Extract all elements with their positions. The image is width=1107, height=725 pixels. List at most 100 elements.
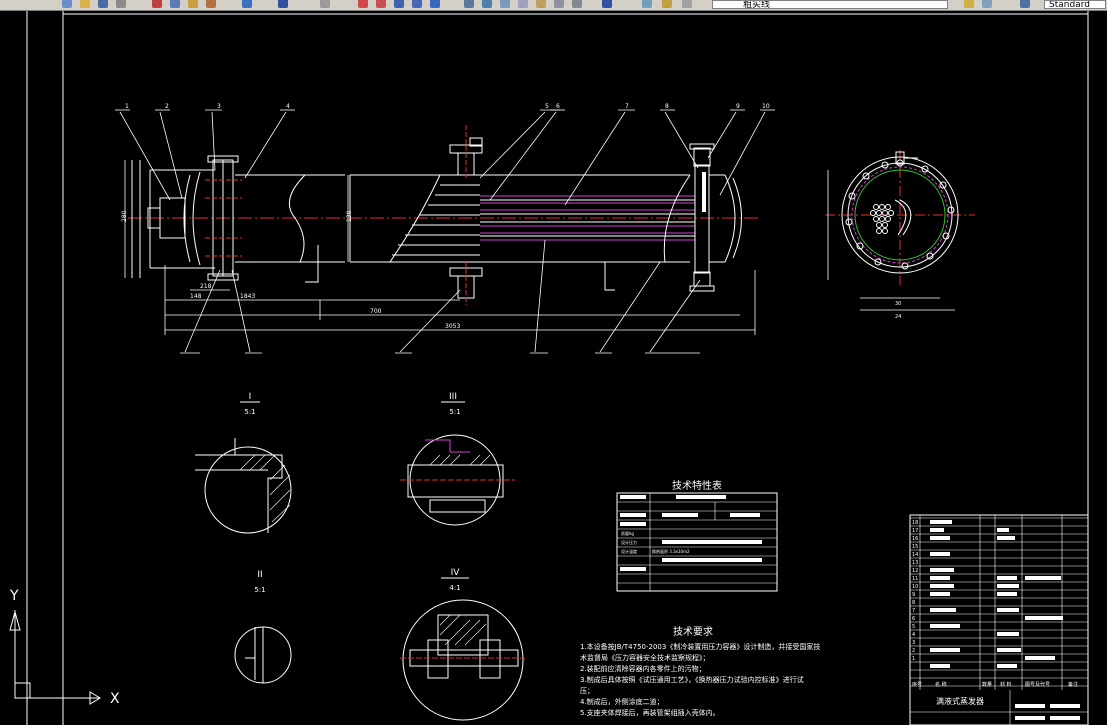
bom-header-drawing-no: 图号及代号 xyxy=(1025,681,1050,688)
bom-no-11: 11 xyxy=(912,576,918,582)
zoom-window-icon[interactable] xyxy=(374,0,388,9)
help-icon[interactable] xyxy=(600,0,614,9)
leader-7: 7 xyxy=(625,103,629,110)
detail-iv-label: IV xyxy=(451,568,461,578)
leader-9: 9 xyxy=(736,103,740,110)
bom-header-qty: 数量 xyxy=(982,681,992,688)
dim-d6: 130 xyxy=(346,210,353,222)
dim-d2: 700 xyxy=(370,308,382,315)
bom-no-3: 3 xyxy=(912,640,915,646)
table-row-0: 质量kg xyxy=(621,530,634,536)
bom-no-4: 4 xyxy=(912,632,915,638)
layer-isolate-icon[interactable] xyxy=(980,0,994,9)
table-row-1: 设计压力 xyxy=(621,539,637,545)
end-view: 30 24 xyxy=(825,150,975,320)
dim-d3: 218 xyxy=(200,283,212,290)
leader-5: 5 xyxy=(545,103,549,110)
bom-no-15: 15 xyxy=(912,544,918,550)
dim-d5: 280 xyxy=(121,210,128,222)
table-row-3: 换热面积 3.3x10m2 xyxy=(652,548,690,554)
leader-8: 8 xyxy=(665,103,669,110)
sheet-set-icon[interactable] xyxy=(516,0,530,9)
text-style-icon[interactable] xyxy=(1018,0,1032,9)
zoom-realtime-icon[interactable] xyxy=(356,0,370,9)
detail-iii-scale: 5:1 xyxy=(449,408,460,416)
tech-req-line-1: 1.本设备按JB/T4750-2003《制冷装置用压力容器》设计制造，并接受国家… xyxy=(580,642,820,651)
bolt-holes xyxy=(845,159,955,270)
save-icon[interactable] xyxy=(96,0,110,9)
open-icon[interactable] xyxy=(78,0,92,9)
cad-toolbar: 粗实线 Standard xyxy=(0,0,1107,11)
bom-no-13: 13 xyxy=(912,560,918,566)
design-center-icon[interactable] xyxy=(480,0,494,9)
zoom-extents-icon[interactable] xyxy=(410,0,424,9)
tech-req-line-6: 4.制成后，外侧涂底二道； xyxy=(580,697,664,706)
bom-no-5: 5 xyxy=(912,624,915,630)
bom-header-no: 序号 xyxy=(912,681,922,688)
leader-3: 3 xyxy=(217,103,221,110)
pan-icon[interactable] xyxy=(318,0,332,9)
bom-no-1: 1 xyxy=(912,656,915,662)
properties-icon[interactable] xyxy=(462,0,476,9)
bom-no-14: 14 xyxy=(912,552,918,558)
bom-no-16: 16 xyxy=(912,536,918,542)
layer-dropdown[interactable]: 粗实线 xyxy=(712,0,948,9)
detail-i: I 5:1 xyxy=(195,392,292,534)
bom-no-8: 8 xyxy=(912,600,915,606)
ucs-x-label: X xyxy=(110,691,120,707)
table-icon[interactable] xyxy=(570,0,584,9)
layer-state-icon[interactable] xyxy=(660,0,674,9)
bom-header-remark: 备注 xyxy=(1068,681,1078,688)
bom-no-10: 10 xyxy=(912,584,918,590)
bom-no-12: 12 xyxy=(912,568,918,574)
text-style-dropdown[interactable]: Standard xyxy=(1044,0,1106,9)
detail-iv-scale: 4:1 xyxy=(449,584,460,592)
calculator-icon[interactable] xyxy=(552,0,566,9)
detail-iii-label: III xyxy=(449,392,457,402)
tech-req-line-3: 2.装配前应清除容器内各零件上的污物； xyxy=(580,664,706,673)
cut-icon[interactable] xyxy=(150,0,164,9)
zoom-previous-icon[interactable] xyxy=(392,0,406,9)
bom-title-block: 18 17 16 15 14 13 12 11 10 9 8 7 6 5 4 3… xyxy=(909,514,1089,725)
bom-header-name: 名 称 xyxy=(935,681,947,688)
detail-iii: III 5:1 xyxy=(400,392,515,526)
leader-6: 6 xyxy=(556,103,560,110)
bom-no-6: 6 xyxy=(912,616,915,622)
leader-2: 2 xyxy=(165,103,169,110)
match-properties-icon[interactable] xyxy=(204,0,218,9)
redo-icon[interactable] xyxy=(276,0,290,9)
tool-palettes-icon[interactable] xyxy=(498,0,512,9)
bom-no-17: 17 xyxy=(912,528,918,534)
drawing-title: 满液式蒸发器 xyxy=(936,696,984,706)
zoom-out-icon[interactable] xyxy=(428,0,442,9)
detail-iv: IV 4:1 xyxy=(400,568,525,721)
new-icon[interactable] xyxy=(60,0,74,9)
tech-req-line-4: 3.制成后具体按照《试压通用工艺》，《换热器压力试验内控标准》进行试 xyxy=(580,675,804,684)
detail-ii: II 5:1 xyxy=(234,570,292,684)
layer-previous-icon[interactable] xyxy=(680,0,694,9)
detail-i-label: I xyxy=(249,392,252,402)
print-icon[interactable] xyxy=(114,0,128,9)
ucs-icon: X Y xyxy=(9,588,120,707)
tube-bundle xyxy=(870,204,894,234)
tech-characteristic-table: 技术特性表 质量kg xyxy=(616,479,778,592)
undo-icon[interactable] xyxy=(240,0,254,9)
bom-header-material: 材 料 xyxy=(1000,681,1012,688)
tech-req-line-5: 压； xyxy=(580,687,594,695)
tech-req-title: 技术要求 xyxy=(673,625,713,638)
drawing-canvas[interactable]: 3053 1843 700 218 148 280 130 xyxy=(0,11,1107,725)
paste-icon[interactable] xyxy=(186,0,200,9)
tech-req-line-2: 术监督局《压力容器安全技术监察规程》； xyxy=(580,653,710,662)
bom-no-9: 9 xyxy=(912,592,915,598)
make-current-icon[interactable] xyxy=(962,0,976,9)
markup-icon[interactable] xyxy=(534,0,548,9)
copy-icon[interactable] xyxy=(168,0,182,9)
bom-no-7: 7 xyxy=(912,608,915,614)
detail-i-scale: 5:1 xyxy=(244,408,255,416)
table-title: 技术特性表 xyxy=(672,479,722,492)
dim-overall: 3053 xyxy=(445,323,460,330)
leader-1: 1 xyxy=(125,103,129,110)
tech-req-line-7: 5.支座夹体焊接后，再装管架组插入壳体内。 xyxy=(580,708,720,717)
layer-manager-icon[interactable] xyxy=(640,0,654,9)
bom-no-18: 18 xyxy=(912,520,918,526)
